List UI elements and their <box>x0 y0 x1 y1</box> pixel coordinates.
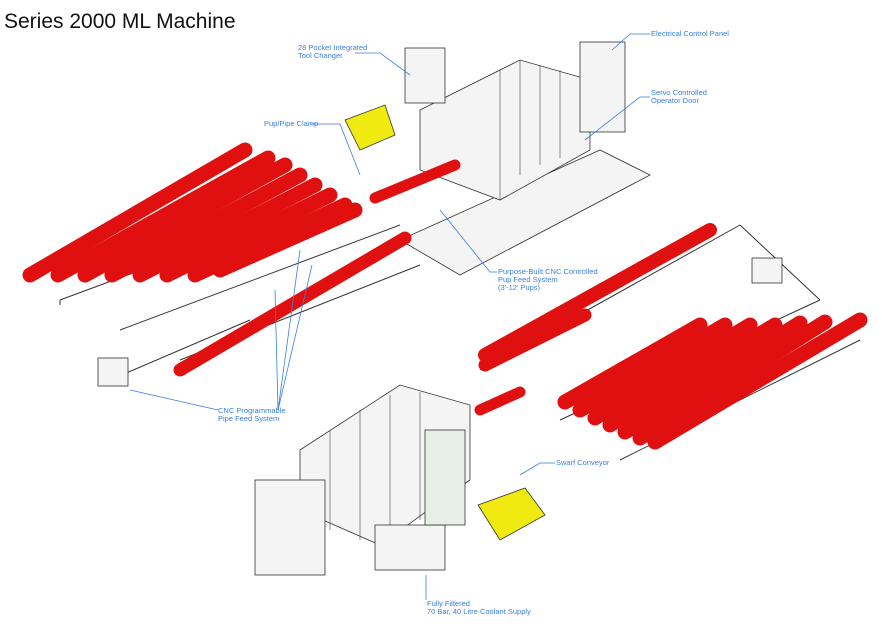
coolant-tank <box>374 524 446 571</box>
tool-changer <box>404 47 446 104</box>
label-pipe-feed: CNC Programmable Pipe Feed System <box>218 406 286 423</box>
diagram-title: Series 2000 ML Machine <box>4 10 236 33</box>
electrical-cabinet-upper <box>579 41 626 133</box>
label-electrical-panel: Electrical Control Panel <box>651 29 729 38</box>
yellow-bin-lower <box>477 487 546 541</box>
label-operator-door: Servo Controlled Operator Door <box>651 88 707 105</box>
label-pipe-clamp: Pup/Pipe Clamp <box>264 119 319 128</box>
lower-electrical-cabinet <box>254 479 326 576</box>
yellow-bin-upper <box>344 104 396 151</box>
lower-control-panel <box>424 429 466 526</box>
pup-feed-control-box <box>751 257 783 284</box>
lower-pipes <box>474 223 868 450</box>
label-tool-changer: 28 Pocket Integrated Tool Changer <box>298 43 368 60</box>
leader-lines <box>129 33 650 600</box>
lower-enclosure-panels <box>329 392 421 545</box>
label-swarf-conveyor: Swarf Conveyor <box>556 458 610 467</box>
upper-pipes <box>22 142 461 377</box>
label-pup-feed: Purpose-Built CNC Controlled Pup Feed Sy… <box>498 267 598 292</box>
upper-enclosure-panels <box>499 60 561 200</box>
pipe-feed-control-box <box>97 357 129 387</box>
label-coolant: Fully Filtered 70 Bar, 40 Litre Coolant … <box>427 599 531 616</box>
